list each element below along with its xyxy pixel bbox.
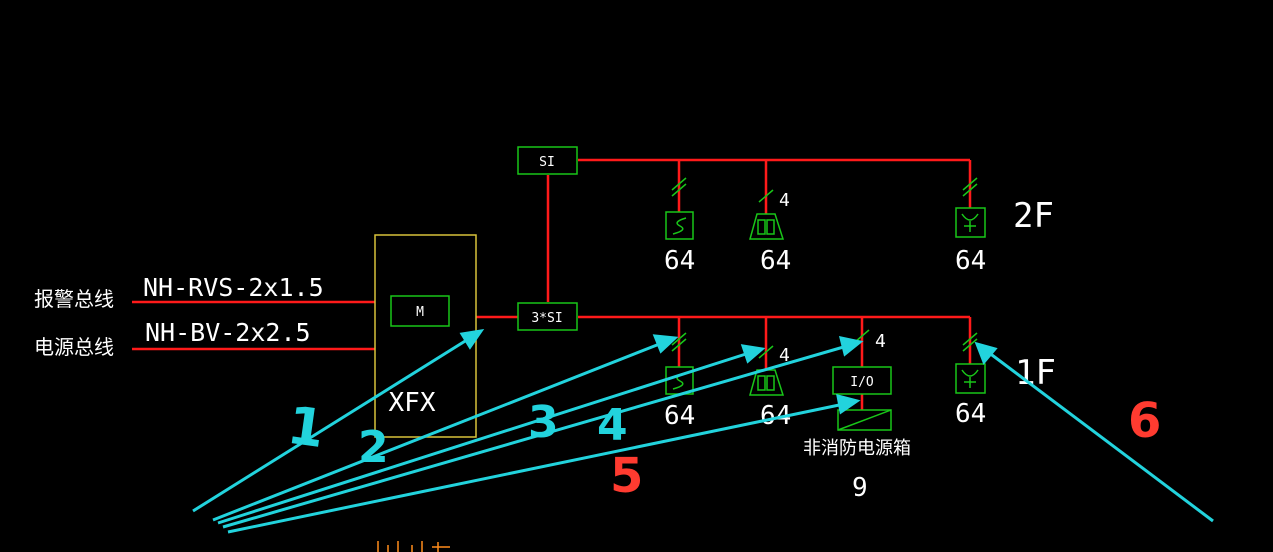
arrow-3-line (217, 351, 750, 525)
io-module-label: I/O (850, 375, 874, 390)
alarm-bus-label: 报警总线 (34, 287, 114, 311)
arrow-5-line (227, 402, 845, 534)
1f-wire-count-1: 4 (779, 345, 790, 366)
wiring (132, 158, 972, 410)
arrow-4-line (222, 344, 848, 529)
alarm-bus-cable-spec: NH-RVS-2x1.5 (143, 273, 324, 302)
arrow-5-head (836, 393, 861, 415)
heat-detector-icon (749, 213, 785, 240)
annotation-1: 1 (284, 396, 328, 460)
io-module-icon (832, 366, 892, 395)
2f-heat-count: 64 (760, 246, 791, 276)
power-bus-label: 电源总线 (34, 335, 114, 359)
arrow-4-head (838, 336, 864, 357)
arrow-6-head (974, 341, 998, 365)
2f-wire-count: 4 (779, 190, 790, 211)
arrow-3-head (740, 344, 766, 364)
wire-tick-marks (671, 177, 978, 359)
annotation-2: 2 (358, 422, 389, 473)
arrow-2-head (652, 334, 679, 354)
annotation-arrows (192, 328, 1214, 534)
smoke-detector-icon (665, 211, 694, 240)
module-m-box (390, 295, 450, 327)
non-fire-power-box-count: 9 (852, 473, 868, 503)
1f-alarm-count: 64 (955, 399, 986, 429)
module-m-label: M (416, 305, 424, 320)
annotation-3: 3 (528, 397, 559, 448)
arrow-1-line (192, 336, 471, 513)
1f-wire-count-2: 4 (875, 331, 886, 352)
1f-smoke-count: 64 (664, 401, 695, 431)
cutoff-orange-text (377, 541, 450, 552)
sound-light-alarm-icon (955, 363, 986, 394)
arrow-6-line (987, 350, 1214, 523)
power-box-icon (837, 409, 892, 431)
cabinet-name: XFX (389, 388, 436, 418)
floor-2f-label: 2F (1013, 196, 1054, 236)
power-bus-cable-spec: NH-BV-2x2.5 (145, 318, 311, 347)
isolator-si-box (517, 146, 578, 175)
isolator-3si-label: 3*SI (531, 311, 562, 326)
non-fire-power-box-label: 非消防电源箱 (803, 438, 911, 459)
sound-light-alarm-icon (955, 207, 986, 238)
arrow-1-head (459, 328, 485, 350)
2f-smoke-count: 64 (664, 246, 695, 276)
annotation-6: 6 (1128, 393, 1161, 449)
annotation-4: 4 (597, 400, 628, 451)
arrow-2-line (212, 341, 663, 522)
isolator-si-label: SI (539, 155, 555, 170)
2f-alarm-count: 64 (955, 246, 986, 276)
isolator-3si-box (517, 302, 578, 331)
annotation-5: 5 (610, 448, 643, 504)
